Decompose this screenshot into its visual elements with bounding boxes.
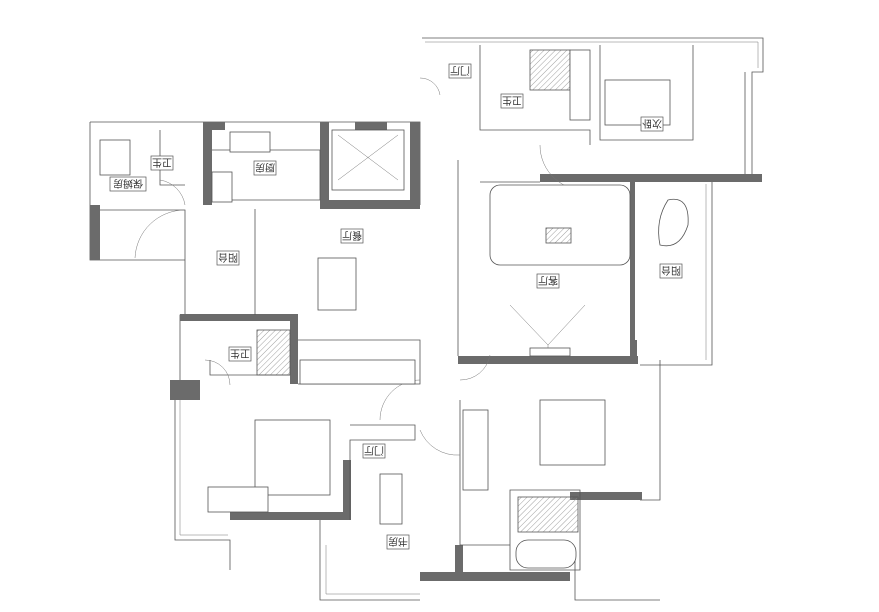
room-label-living-room: 客厅 bbox=[536, 273, 560, 289]
svg-text:卫生: 卫生 bbox=[230, 347, 250, 360]
wardrobe bbox=[462, 409, 489, 491]
desk-left bbox=[207, 486, 269, 513]
room-label-entry: 门厅 bbox=[448, 63, 472, 79]
shower bbox=[529, 49, 571, 91]
svg-text:卫生: 卫生 bbox=[152, 156, 172, 169]
room-label-upper-bath: 卫生 bbox=[500, 93, 524, 109]
study-desk bbox=[379, 473, 403, 525]
svg-text:阳台: 阳台 bbox=[218, 251, 238, 264]
elevator-shaft bbox=[331, 129, 405, 191]
svg-text:卫生: 卫生 bbox=[502, 94, 522, 107]
svg-text:书房: 书房 bbox=[388, 535, 408, 548]
room-label-hall: 门厅 bbox=[362, 443, 386, 459]
room-label-small-bath: 卫生 bbox=[228, 346, 252, 362]
room-label-service-balcony: 阳台 bbox=[216, 250, 240, 266]
coffee-table bbox=[545, 227, 572, 244]
sink bbox=[211, 171, 233, 203]
room-label-nanny-bath: 卫生 bbox=[150, 155, 174, 171]
dining-table bbox=[317, 257, 357, 311]
outer-lines bbox=[89, 37, 764, 601]
room-label-living-balcony: 阳台 bbox=[659, 263, 683, 279]
room-label-kitchen: 厨房 bbox=[253, 160, 277, 176]
bed bbox=[99, 139, 131, 176]
svg-text:次卧: 次卧 bbox=[642, 117, 662, 130]
svg-text:门厅: 门厅 bbox=[364, 444, 384, 457]
bathtub bbox=[515, 539, 577, 569]
furniture bbox=[99, 49, 689, 569]
svg-text:餐厅: 餐厅 bbox=[342, 229, 362, 242]
railing bbox=[299, 359, 416, 385]
stair bbox=[569, 49, 591, 121]
room-labels: 保姆房 卫生 厨房 餐厅 阳台 门厅 卫生 次卧 客厅 阳台 卫生 门厅 书房 bbox=[109, 63, 683, 550]
svg-text:门厅: 门厅 bbox=[450, 64, 470, 77]
sofa-set bbox=[489, 184, 631, 266]
room-label-nanny-room: 保姆房 bbox=[109, 176, 147, 192]
room-label-study: 书房 bbox=[386, 534, 410, 550]
plant-pond bbox=[658, 198, 689, 247]
svg-text:保姆房: 保姆房 bbox=[113, 177, 143, 190]
svg-text:阳台: 阳台 bbox=[661, 264, 681, 277]
svg-text:客厅: 客厅 bbox=[538, 274, 558, 287]
stove bbox=[229, 131, 271, 153]
room-label-second-bedroom: 次卧 bbox=[640, 116, 664, 132]
bed-right bbox=[539, 399, 606, 466]
walls bbox=[90, 122, 762, 581]
room-label-dining: 餐厅 bbox=[340, 228, 364, 244]
tv-cabinet bbox=[529, 347, 571, 357]
shower-lower bbox=[256, 329, 291, 376]
bed-left bbox=[254, 419, 331, 496]
shower-right bbox=[517, 496, 579, 533]
svg-text:厨房: 厨房 bbox=[255, 161, 275, 174]
